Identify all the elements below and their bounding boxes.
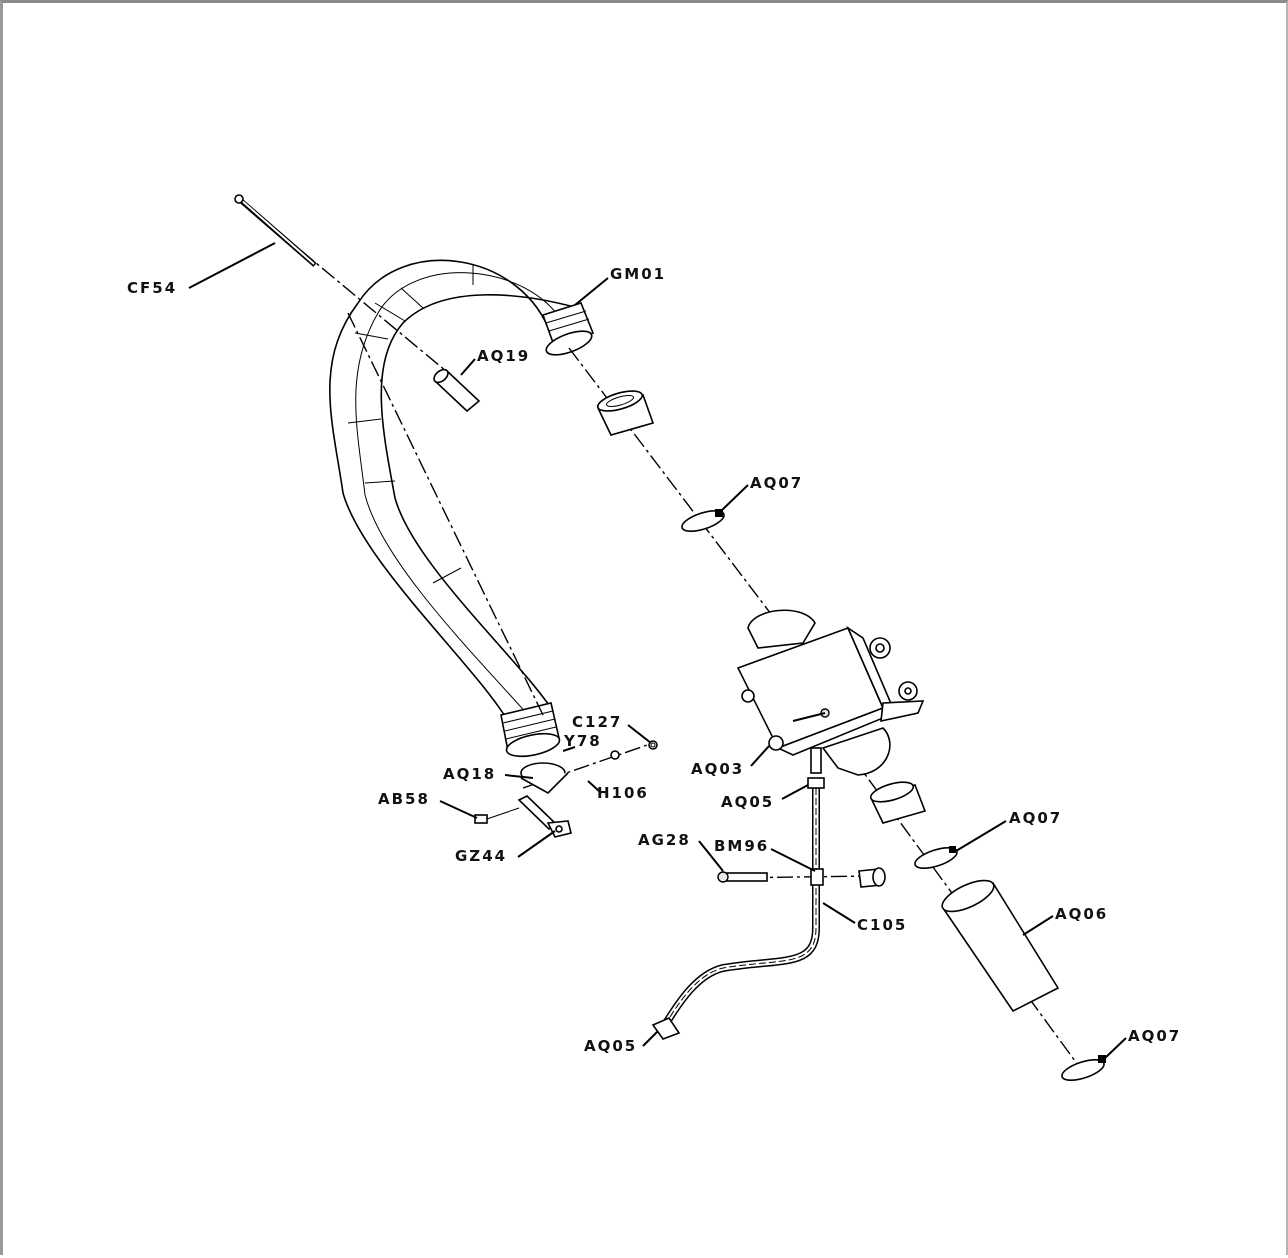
callout-labels: CF54 GM01 AQ19 AQ07 AQ07 AQ07 C127 Y78 A… xyxy=(127,265,1181,1055)
bolt-ag28 xyxy=(717,867,886,888)
label-ag28: AG28 xyxy=(638,831,691,849)
sleeve-aq06 xyxy=(941,879,1060,1013)
exploded-parts-diagram: CF54 GM01 AQ19 AQ07 AQ07 AQ07 C127 Y78 A… xyxy=(127,194,1181,1082)
grommet-lower xyxy=(869,781,927,824)
label-gm01: GM01 xyxy=(610,265,666,283)
leader-lines xyxy=(188,242,1127,1059)
label-aq06: AQ06 xyxy=(1055,905,1108,923)
valve-body xyxy=(736,609,925,776)
clamp-aq07-lower xyxy=(1061,1055,1106,1082)
label-h106: H106 xyxy=(597,784,649,802)
bent-hose xyxy=(329,259,595,758)
label-c127: C127 xyxy=(572,713,622,731)
label-aq05-lower: AQ05 xyxy=(584,1037,637,1055)
label-aq19: AQ19 xyxy=(477,347,530,365)
label-bm96: BM96 xyxy=(714,837,769,855)
rod-cf54 xyxy=(234,194,317,267)
label-aq07-lower: AQ07 xyxy=(1128,1027,1181,1045)
clamp-aq07-upper xyxy=(681,509,725,533)
label-aq03: AQ03 xyxy=(691,760,744,778)
pin-aq19 xyxy=(433,368,481,413)
label-ab58: AB58 xyxy=(378,790,430,808)
grommet-upper xyxy=(596,390,655,436)
label-aq05-upper: AQ05 xyxy=(721,793,774,811)
label-aq07-middle: AQ07 xyxy=(1009,809,1062,827)
label-aq18: AQ18 xyxy=(443,765,496,783)
label-aq07-upper: AQ07 xyxy=(750,474,803,492)
label-c105: C105 xyxy=(857,916,907,934)
label-gz44: GZ44 xyxy=(455,847,507,865)
label-y78: Y78 xyxy=(563,732,602,750)
tube-c105 xyxy=(651,777,825,1040)
label-cf54: CF54 xyxy=(127,279,177,297)
